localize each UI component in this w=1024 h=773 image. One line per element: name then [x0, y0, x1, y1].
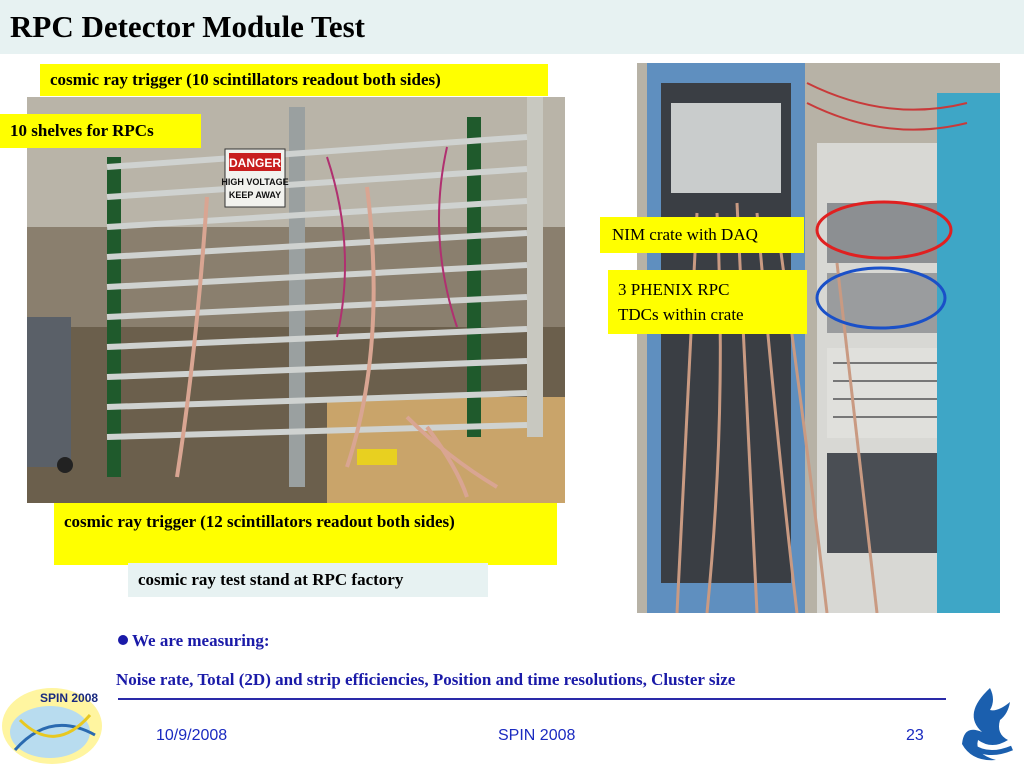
sign-high-voltage: HIGH VOLTAGE	[221, 177, 288, 187]
label-trigger-top-text: cosmic ray trigger (10 scintillators rea…	[50, 70, 441, 89]
bullet-body: Noise rate, Total (2D) and strip efficie…	[116, 670, 736, 689]
label-nim-crate-text: NIM crate with DAQ	[612, 225, 758, 244]
label-tdc-line2: TDCs within crate	[618, 305, 744, 324]
slide-title: RPC Detector Module Test	[10, 9, 366, 44]
spin-logo-text: SPIN 2008	[40, 691, 98, 705]
tdc-circle	[815, 266, 947, 330]
label-trigger-bottom-text: cosmic ray trigger (12 scintillators rea…	[64, 512, 455, 531]
spin-2008-logo: SPIN 2008	[0, 680, 110, 768]
label-caption-text: cosmic ray test stand at RPC factory	[138, 570, 404, 589]
label-nim-crate: NIM crate with DAQ	[600, 217, 804, 253]
footer-date: 10/9/2008	[156, 727, 228, 744]
label-trigger-bottom: cosmic ray trigger (12 scintillators rea…	[54, 503, 557, 565]
footer-divider	[118, 698, 946, 700]
footer-center: SPIN 2008	[498, 727, 576, 744]
sign-keep-away: KEEP AWAY	[229, 190, 281, 200]
label-caption: cosmic ray test stand at RPC factory	[128, 563, 488, 597]
sign-danger: DANGER	[229, 156, 281, 170]
test-stand-image: DANGER HIGH VOLTAGE KEEP AWAY	[27, 97, 565, 503]
label-tdc: 3 PHENIX RPC TDCs within crate	[608, 270, 807, 334]
label-trigger-top: cosmic ray trigger (10 scintillators rea…	[40, 64, 548, 96]
title-bar	[0, 0, 1024, 54]
label-shelves-text: 10 shelves for RPCs	[10, 121, 154, 140]
university-flame-logo	[952, 684, 1020, 764]
daq-rack-photo	[637, 63, 1000, 613]
test-stand-photo: DANGER HIGH VOLTAGE KEEP AWAY	[27, 97, 565, 503]
daq-rack-image	[637, 63, 1000, 613]
university-flame-graphic	[962, 688, 1013, 761]
spin-2008-logo-graphic: SPIN 2008	[2, 688, 102, 764]
nim-crate-circle	[815, 200, 953, 260]
label-tdc-line1: 3 PHENIX RPC	[618, 280, 730, 299]
bullet-heading: We are measuring:	[132, 631, 270, 650]
label-shelves: 10 shelves for RPCs	[0, 114, 201, 148]
bullet-dot-icon	[118, 635, 128, 645]
footer-page-number: 23	[906, 727, 924, 744]
